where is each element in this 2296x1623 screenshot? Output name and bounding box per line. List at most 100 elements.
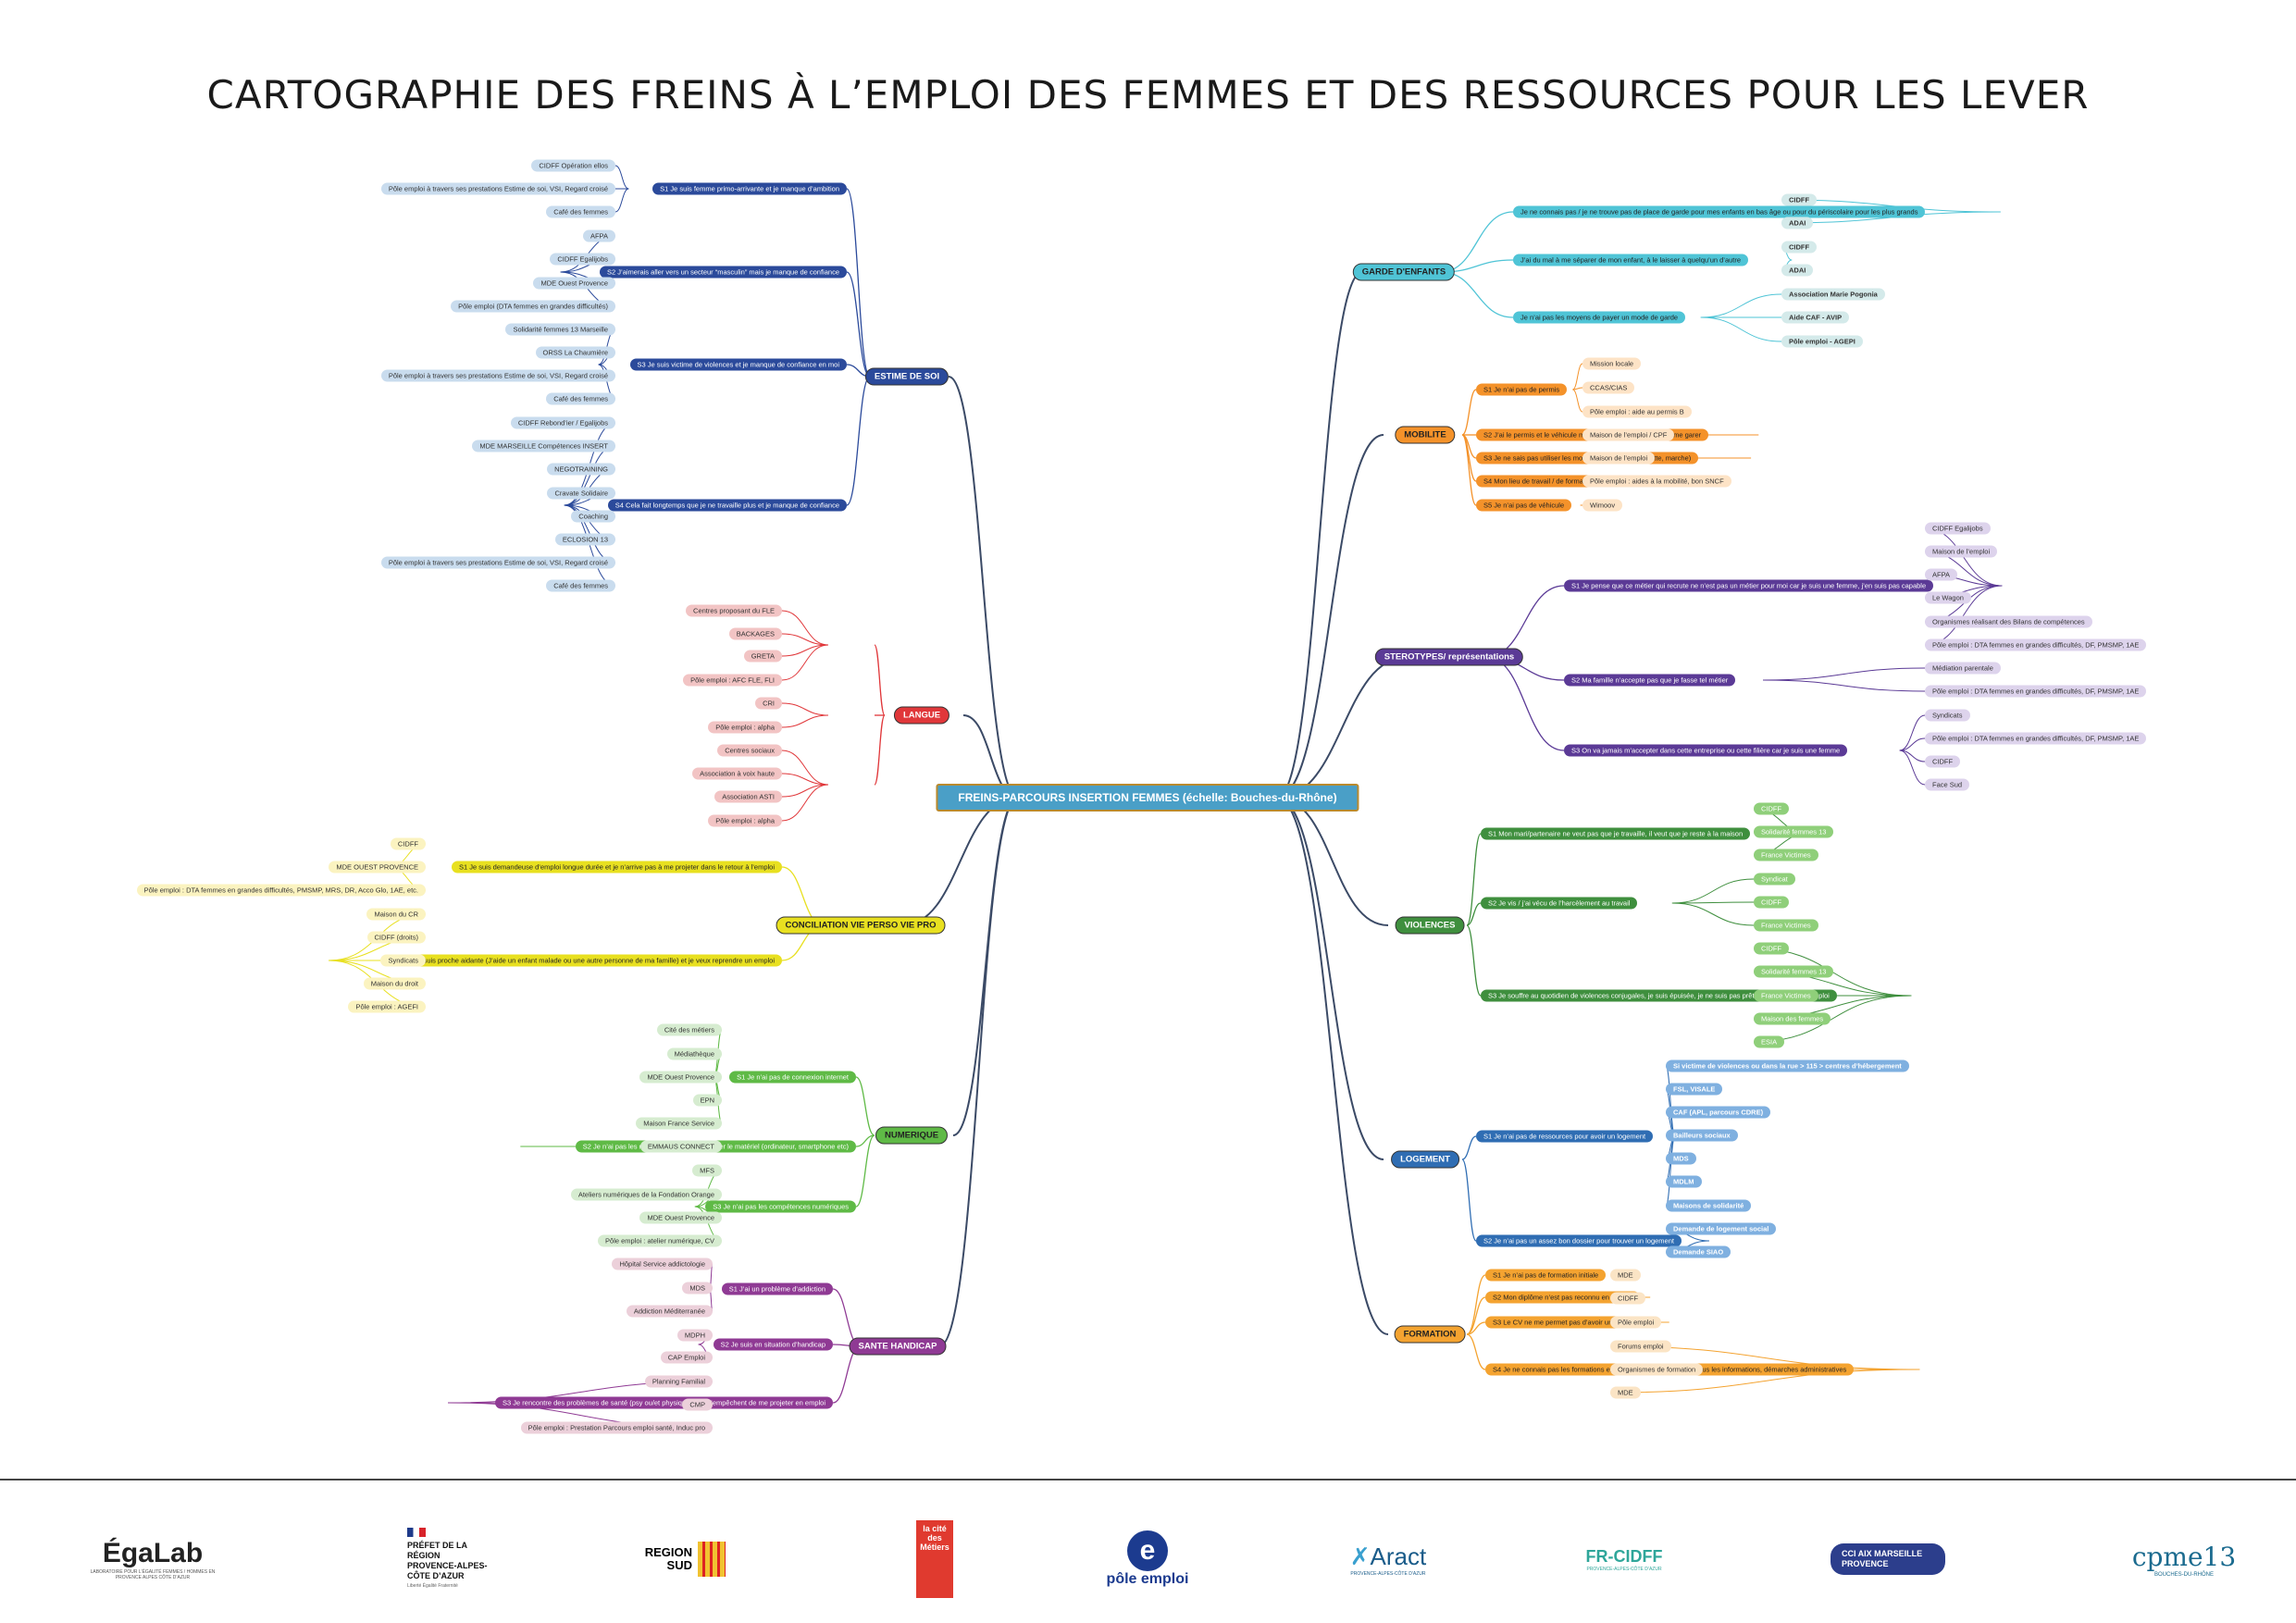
sub-node: S1 Je suis femme primo-arrivante et je m… [652,182,847,195]
leaf-node: Syndicats [380,954,426,967]
leaf-node: ORSS La Chaumière [535,346,615,359]
leaf-node: Pôle emploi à travers ses prestations Es… [380,369,615,382]
sub-node: S1 Je n’ai pas de connexion internet [729,1071,856,1084]
leaf-node: MDS [682,1282,713,1295]
branch-logement: LOGEMENT [1391,1150,1459,1169]
logo-text: Aract [1370,1542,1427,1570]
partner-logo: PRÉFET DE LA RÉGION PROVENCE-ALPES-CÔTE … [366,1518,532,1601]
leaf-node: AFPA [582,229,615,242]
leaf-node: Maisons de solidarité [1666,1199,1752,1212]
leaf-node: Solidarité femmes 13 [1754,825,1834,838]
center-node: FREINS-PARCOURS INSERTION FEMMES (échell… [936,784,1359,812]
leaf-node: CIDFF [1781,193,1818,206]
logo-text: REGION SUD [644,1545,692,1572]
leaf-node: Association Marie Pogonia [1781,288,1885,301]
leaf-node: Pôle emploi : DTA femmes en grandes diff… [136,884,426,897]
logo-text: BOUCHES-DU-RHÔNE [2153,1571,2214,1578]
partner-logo: REGION SUD [602,1518,768,1601]
leaf-node: Le Wagon [1925,591,1971,604]
leaf-node: Pôle emploi : Prestation Parcours emploi… [520,1421,713,1434]
leaf-node: MDPH [676,1329,713,1342]
leaf-node: EMMAUS CONNECT [639,1140,722,1153]
leaf-node: CIDFF [1754,942,1790,955]
sub-node: S1 Mon mari/partenaire ne veut pas que j… [1481,827,1751,840]
leaf-node: Centres sociaux [717,744,782,757]
leaf-node: CRI [755,697,782,710]
leaf-node: Hôpital Service addictologie [612,1258,713,1270]
leaf-node: Demande de logement social [1666,1222,1777,1235]
leaf-node: MDE Ouest Provence [533,277,615,290]
sub-node: S1 Je n’ai pas de ressources pour avoir … [1476,1130,1654,1143]
leaf-node: Demande SIAO [1666,1245,1731,1258]
leaf-node: BACKAGES [728,627,782,640]
leaf-node: CIDFF [1754,896,1790,909]
leaf-node: Forums emploi [1610,1340,1671,1353]
leaf-node: ECLOSION 13 [554,533,615,546]
sub-node: S3 Je n’ai pas les compétences numérique… [705,1200,856,1213]
leaf-node: Cité des métiers [656,1023,722,1036]
logo-text: LABORATOIRE POUR L’ÉGALITÉ FEMMES / HOMM… [90,1569,216,1580]
sub-node: S1 Je n’ai pas de formation initiale [1485,1269,1607,1282]
leaf-node: ESIA [1754,1035,1785,1048]
leaf-node: Médiation parentale [1925,662,2001,675]
leaf-node: CIDFF Egalijobs [550,253,615,266]
branch-numerique: NUMERIQUE [875,1126,949,1145]
leaf-node: Ateliers numériques de la Fondation Oran… [570,1188,722,1201]
leaf-node: Café des femmes [546,392,615,405]
footer-divider [0,1479,2296,1481]
leaf-node: MDE [1610,1269,1641,1282]
leaf-node: France Victimes [1754,919,1818,932]
leaf-node: Solidarité femmes 13 [1754,965,1834,978]
leaf-node: Organismes de formation [1610,1363,1704,1376]
leaf-node: Association à voix haute [692,767,782,780]
sub-node: S1 Je n’ai pas de permis [1476,383,1568,396]
leaf-node: Médiathèque [666,1047,722,1060]
egalab-logo: ÉgaLab [102,1538,204,1568]
leaf-node: Café des femmes [546,205,615,218]
leaf-node: Coaching [571,510,615,523]
leaf-node: Face Sud [1925,778,1970,791]
sub-node: S1 Je pense que ce métier qui recrute ne… [1564,579,1934,592]
leaf-node: CIDFF [1925,755,1961,768]
leaf-node: Pôle emploi : alpha [708,814,782,827]
leaf-node: Café des femmes [546,579,615,592]
sub-node: Je n’ai pas les moyens de payer un mode … [1513,311,1686,324]
partner-logo: la cité des Métiers [851,1518,1018,1601]
leaf-node: Aide CAF - AVIP [1781,311,1850,324]
leaf-node: Bailleurs sociaux [1666,1129,1738,1142]
leaf-node: MDE Ouest Provence [639,1211,722,1224]
leaf-node: CAF (APL, parcours CDRE) [1666,1106,1771,1119]
leaf-node: NEGOTRAINING [547,463,615,476]
leaf-node: Maison de l’emploi [1925,545,1998,558]
sub-node: S3 On va jamais m’accepter dans cette en… [1564,744,1848,757]
sub-node: S1 Je suis demandeuse d’emploi longue du… [451,861,782,873]
logo-text: PROVENCE-ALPES-CÔTE D’AZUR [1586,1566,1662,1572]
leaf-node: MDE [1610,1386,1641,1399]
leaf-node: France Victimes [1754,849,1818,861]
leaf-node: Syndicat [1754,873,1795,886]
leaf-node: Pôle emploi : aides à la mobilité, bon S… [1582,475,1731,488]
leaf-node: Association ASTI [714,790,782,803]
leaf-node: Maison des femmes [1754,1012,1831,1025]
leaf-node: Pôle emploi à travers ses prestations Es… [380,182,615,195]
sub-node: S2 Ma famille n’accepte pas que je fasse… [1564,674,1736,687]
leaf-node: CIDFF [1781,241,1818,254]
leaf-node: Pôle emploi : alpha [708,721,782,734]
sub-node: Je ne connais pas / je ne trouve pas de … [1513,205,1926,218]
leaf-node: MFS [692,1164,722,1177]
branch-stereotypes: STEROTYPES/ représentations [1374,648,1524,666]
leaf-node: Pôle emploi - AGEPI [1781,335,1863,348]
leaf-node: Centres proposant du FLE [686,604,782,617]
leaf-node: Maison du droit [363,977,426,990]
leaf-node: Cravate Solidaire [547,487,615,500]
leaf-node: Solidarité femmes 13 Marseille [505,323,615,336]
leaf-node: Pôle emploi (DTA femmes en grandes diffi… [451,300,615,313]
leaf-node: Addiction Méditerranée [626,1305,713,1318]
leaf-node: Maison du CR [366,908,426,921]
leaf-node: Syndicats [1925,709,1970,722]
logo-text: Liberté Égalité Fraternité [407,1582,458,1589]
leaf-node: Organismes réalisant des Bilans de compé… [1925,615,2092,628]
